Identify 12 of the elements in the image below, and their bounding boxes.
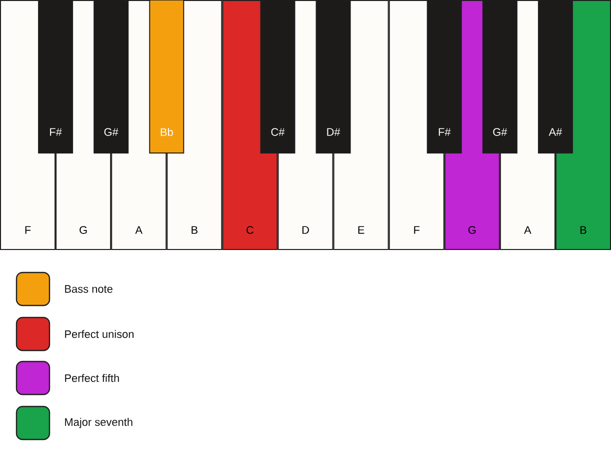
piano-key: Bb bbox=[149, 0, 184, 154]
legend-label: Perfect unison bbox=[65, 330, 134, 338]
piano-key: A# bbox=[538, 0, 573, 154]
piano-key: D# bbox=[316, 0, 351, 154]
piano-key: G# bbox=[482, 0, 518, 154]
piano-key: F# bbox=[38, 0, 74, 154]
legend-label: Bass note bbox=[65, 285, 112, 293]
piano-key: G# bbox=[94, 0, 129, 154]
piano-key: F# bbox=[426, 0, 462, 154]
legend-label: Perfect fifth bbox=[65, 374, 119, 382]
legend-label: Major seventh bbox=[65, 418, 132, 428]
piano-key: C# bbox=[260, 0, 296, 154]
